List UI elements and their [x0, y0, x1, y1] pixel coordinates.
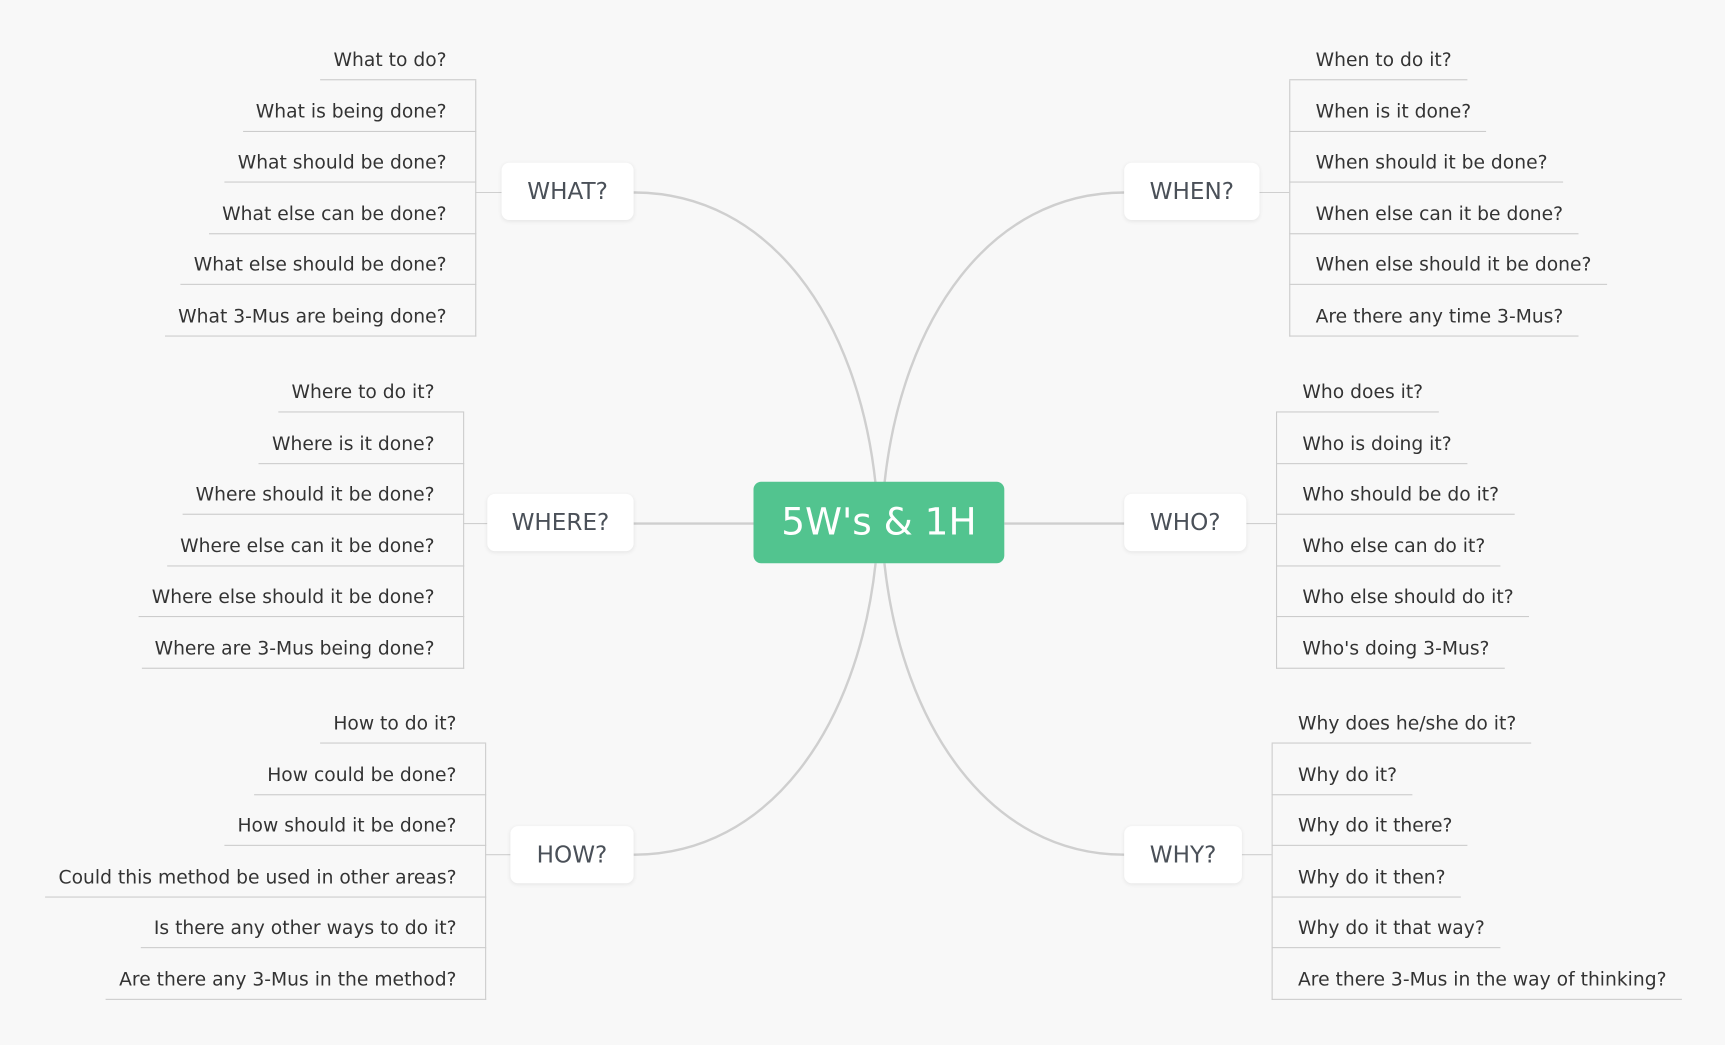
- subtopic-item[interactable]: How should it be done?: [224, 795, 487, 847]
- subtopics-when: When to do it?When is it done?When shoul…: [1289, 29, 1607, 337]
- topic-why[interactable]: WHY?: [1124, 826, 1242, 884]
- topic-where[interactable]: WHERE?: [487, 493, 634, 552]
- subtopics-where: Where to do it?Where is it done?Where sh…: [138, 361, 465, 669]
- link-when: [883, 191, 1125, 485]
- subtopic-item[interactable]: When else can it be done?: [1289, 183, 1579, 235]
- subtopic-item[interactable]: Where is it done?: [258, 412, 465, 464]
- subtopic-item[interactable]: Who does it?: [1276, 361, 1439, 413]
- subtopic-item[interactable]: What to do?: [320, 29, 477, 81]
- subtopic-item[interactable]: Why do it that way?: [1271, 897, 1501, 949]
- subtopic-item[interactable]: What 3-Mus are being done?: [164, 285, 477, 337]
- subtopic-item[interactable]: What should be done?: [224, 132, 477, 183]
- subtopic-item[interactable]: How could be done?: [254, 744, 487, 795]
- link-what: [633, 191, 877, 485]
- subtopic-item[interactable]: Where are 3-Mus being done?: [141, 617, 465, 669]
- topic-what[interactable]: WHAT?: [501, 162, 634, 220]
- link-why: [883, 563, 1125, 856]
- subtopic-item[interactable]: Why do it then?: [1271, 846, 1461, 898]
- subtopic-item[interactable]: Is there any other ways to do it?: [140, 897, 487, 949]
- subtopic-item[interactable]: What else can be done?: [208, 183, 477, 235]
- subtopic-item[interactable]: When should it be done?: [1289, 132, 1563, 183]
- subtopic-item[interactable]: How to do it?: [320, 692, 487, 744]
- subtopic-item[interactable]: Are there any 3-Mus in the method?: [105, 949, 487, 1000]
- subtopic-item[interactable]: Who else should do it?: [1276, 566, 1530, 618]
- topic-how[interactable]: HOW?: [510, 826, 634, 884]
- subtopic-item[interactable]: What else should be done?: [180, 234, 477, 286]
- subtopic-item[interactable]: Who should be do it?: [1276, 464, 1515, 515]
- subtopic-item[interactable]: Are there 3-Mus in the way of thinking?: [1271, 949, 1682, 1000]
- subtopic-item[interactable]: Where should it be done?: [182, 464, 465, 515]
- topic-when[interactable]: WHEN?: [1124, 162, 1260, 220]
- subtopics-what: What to do?What is being done?What shoul…: [164, 29, 477, 337]
- subtopic-item[interactable]: Where else can it be done?: [166, 515, 465, 567]
- central-topic[interactable]: 5W's & 1H: [753, 481, 1005, 564]
- subtopic-item[interactable]: Why does he/she do it?: [1271, 692, 1532, 744]
- subtopic-item[interactable]: What is being done?: [242, 80, 477, 132]
- subtopics-who: Who does it?Who is doing it?Who should b…: [1276, 361, 1530, 669]
- topic-who[interactable]: WHO?: [1124, 493, 1247, 552]
- subtopic-item[interactable]: Why do it there?: [1271, 795, 1468, 847]
- subtopic-item[interactable]: Who is doing it?: [1276, 412, 1468, 464]
- link-how: [633, 563, 877, 856]
- subtopic-item[interactable]: When else should it be done?: [1289, 234, 1607, 286]
- subtopic-item[interactable]: Where else should it be done?: [138, 566, 465, 618]
- subtopic-item[interactable]: Why do it?: [1271, 744, 1413, 795]
- subtopic-item[interactable]: Could this method be used in other areas…: [45, 846, 487, 898]
- subtopics-how: How to do it?How could be done?How shoul…: [45, 692, 487, 1000]
- subtopics-why: Why does he/she do it?Why do it?Why do i…: [1271, 692, 1682, 1000]
- subtopic-item[interactable]: When is it done?: [1289, 80, 1487, 132]
- subtopic-item[interactable]: When to do it?: [1289, 29, 1468, 81]
- subtopic-item[interactable]: Are there any time 3-Mus?: [1289, 285, 1579, 337]
- subtopic-item[interactable]: Who else can do it?: [1276, 515, 1501, 567]
- subtopic-item[interactable]: Who's doing 3-Mus?: [1276, 617, 1505, 669]
- subtopic-item[interactable]: Where to do it?: [278, 361, 465, 413]
